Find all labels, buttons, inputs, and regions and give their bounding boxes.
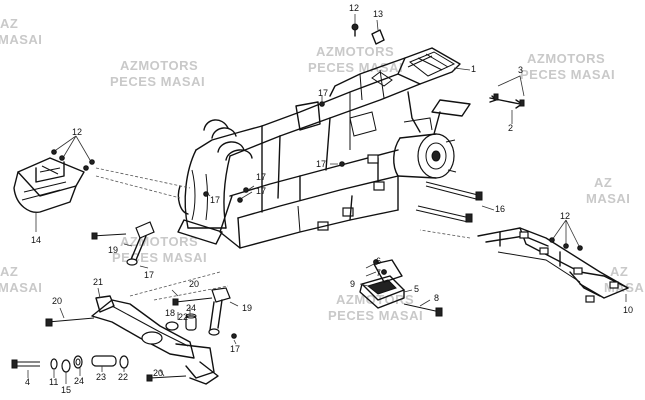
callout-12-right: 12 bbox=[560, 211, 570, 221]
callout-17-c: 17 bbox=[210, 195, 220, 205]
callout-17-b: 17 bbox=[256, 186, 266, 196]
callout-20-left: 20 bbox=[52, 296, 62, 306]
watermark-far-right-line2: MASAI bbox=[586, 191, 630, 206]
callout-17-a: 17 bbox=[256, 172, 266, 182]
callout-22-b: 22 bbox=[118, 372, 128, 382]
watermark-left-line2: PECES MASAI bbox=[110, 74, 205, 89]
callout-19-right: 19 bbox=[242, 303, 252, 313]
long-bolts bbox=[415, 181, 495, 223]
watermark-center-line1: AZMOTORS bbox=[316, 44, 394, 59]
watermark-center-line2: PECES MASAI bbox=[308, 60, 403, 75]
bushings bbox=[165, 289, 197, 331]
left-front-shock bbox=[91, 221, 155, 269]
callout-12-top: 12 bbox=[349, 3, 359, 13]
bottom-hardware bbox=[11, 355, 187, 384]
watermark-bottom-left-line1: AZ bbox=[0, 264, 18, 279]
callout-2: 2 bbox=[508, 123, 513, 133]
callout-15: 15 bbox=[61, 385, 71, 395]
callout-8: 8 bbox=[434, 293, 439, 303]
front-bumper bbox=[13, 135, 191, 232]
top-bracket-parts bbox=[351, 14, 385, 45]
callout-17-d: 17 bbox=[144, 270, 154, 280]
watermark-right-line2: PECES MASAI bbox=[520, 67, 615, 82]
callout-9: 9 bbox=[350, 279, 355, 289]
callout-5: 5 bbox=[414, 284, 419, 294]
callout-14: 14 bbox=[31, 235, 41, 245]
engine-mount-pad bbox=[359, 259, 443, 317]
callout-4: 4 bbox=[25, 377, 30, 387]
callout-23: 23 bbox=[96, 372, 106, 382]
watermark-bottom-center-line2: PECES MASAI bbox=[328, 308, 423, 323]
callout-11: 11 bbox=[49, 377, 58, 387]
frame-nuts bbox=[203, 96, 345, 203]
callout-17-e: 17 bbox=[230, 344, 240, 354]
watermark-mid-left-line2: PECES MASAI bbox=[112, 250, 207, 265]
callout-19-left: 19 bbox=[108, 245, 118, 255]
callout-20-bottom: 20 bbox=[153, 368, 163, 378]
callout-12-left: 12 bbox=[72, 127, 82, 137]
callout-3: 3 bbox=[518, 65, 523, 75]
watermark-far-right-line1: AZ bbox=[594, 175, 612, 190]
callout-6: 6 bbox=[376, 256, 381, 266]
watermark-top-left-line1: AZ bbox=[0, 16, 18, 31]
watermark-bottom-right-line1: AZ bbox=[610, 264, 628, 279]
right-front-shock bbox=[172, 287, 239, 345]
main-frame bbox=[177, 47, 471, 249]
watermark-left-line1: AZMOTORS bbox=[120, 58, 198, 73]
callout-22-a: 22 bbox=[178, 312, 188, 322]
callout-17-top: 17 bbox=[318, 88, 328, 98]
watermark-bottom-left-line2: MASAI bbox=[0, 280, 42, 295]
callout-16: 16 bbox=[495, 204, 505, 214]
watermark-mid-left-line1: AZMOTORS bbox=[120, 234, 198, 249]
front-a-arm bbox=[45, 271, 229, 385]
callout-21: 21 bbox=[93, 277, 103, 287]
watermark-right-line1: AZMOTORS bbox=[527, 51, 605, 66]
callout-18: 18 bbox=[165, 308, 175, 318]
callout-24-b: 24 bbox=[186, 303, 196, 313]
callout-20-mid: 20 bbox=[189, 279, 199, 289]
callout-1: 1 bbox=[471, 64, 476, 74]
watermark-bottom-center-line1: AZMOTORS bbox=[336, 292, 414, 307]
callout-24-a: 24 bbox=[74, 376, 84, 386]
callout-13: 13 bbox=[373, 9, 383, 19]
callout-7: 7 bbox=[376, 268, 381, 278]
rear-guard bbox=[419, 219, 629, 303]
callout-10: 10 bbox=[623, 305, 633, 315]
watermark-top-left-line2: MASAI bbox=[0, 32, 42, 47]
rear-brace-parts bbox=[489, 75, 525, 124]
callout-17-mid: 17 bbox=[316, 159, 326, 169]
callouts: 1 2 3 4 5 6 7 8 9 10 11 12 12 12 13 14 1… bbox=[25, 3, 633, 395]
